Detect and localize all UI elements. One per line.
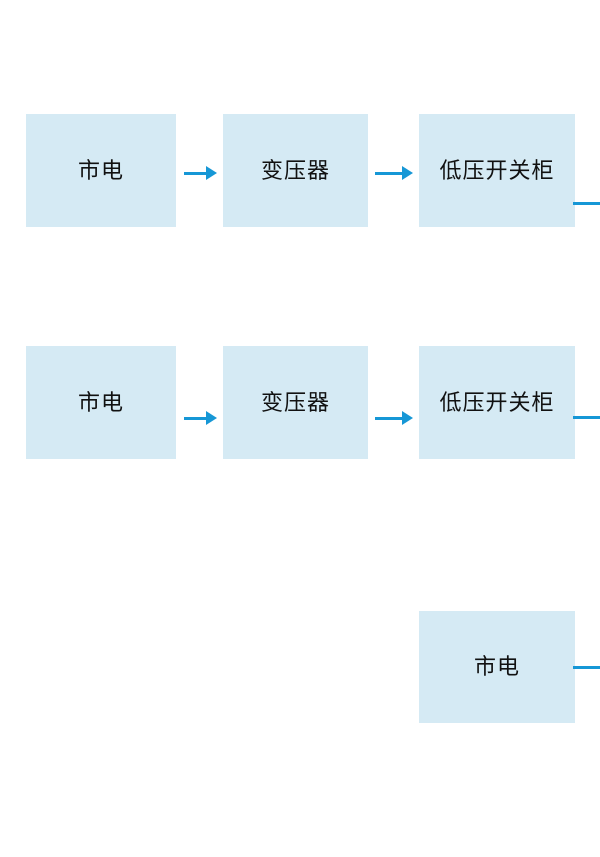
arrow-right-icon — [184, 166, 217, 180]
arrow-head — [206, 166, 217, 180]
arrow-shaft — [184, 171, 208, 175]
connector-line-offscreen-row2 — [573, 416, 600, 419]
arrow-right-icon — [375, 166, 413, 180]
arrow-shaft — [184, 416, 208, 420]
arrow-head — [402, 166, 413, 180]
node-transformer-row2: 变压器 — [223, 346, 368, 459]
arrow-head — [206, 411, 217, 425]
node-mains-row3: 市电 — [419, 611, 575, 723]
arrow-shaft — [375, 416, 404, 420]
node-transformer-row1: 变压器 — [223, 114, 368, 227]
connector-line-offscreen-row3 — [573, 666, 600, 669]
arrow-right-icon — [375, 411, 413, 425]
connector-line-offscreen-row1 — [573, 202, 600, 205]
node-lv-switchgear-row1: 低压开关柜 — [419, 114, 575, 227]
arrow-head — [402, 411, 413, 425]
node-mains-row2: 市电 — [26, 346, 176, 459]
node-lv-switchgear-row2: 低压开关柜 — [419, 346, 575, 459]
arrow-shaft — [375, 171, 404, 175]
arrow-right-icon — [184, 411, 217, 425]
node-mains-row1: 市电 — [26, 114, 176, 227]
